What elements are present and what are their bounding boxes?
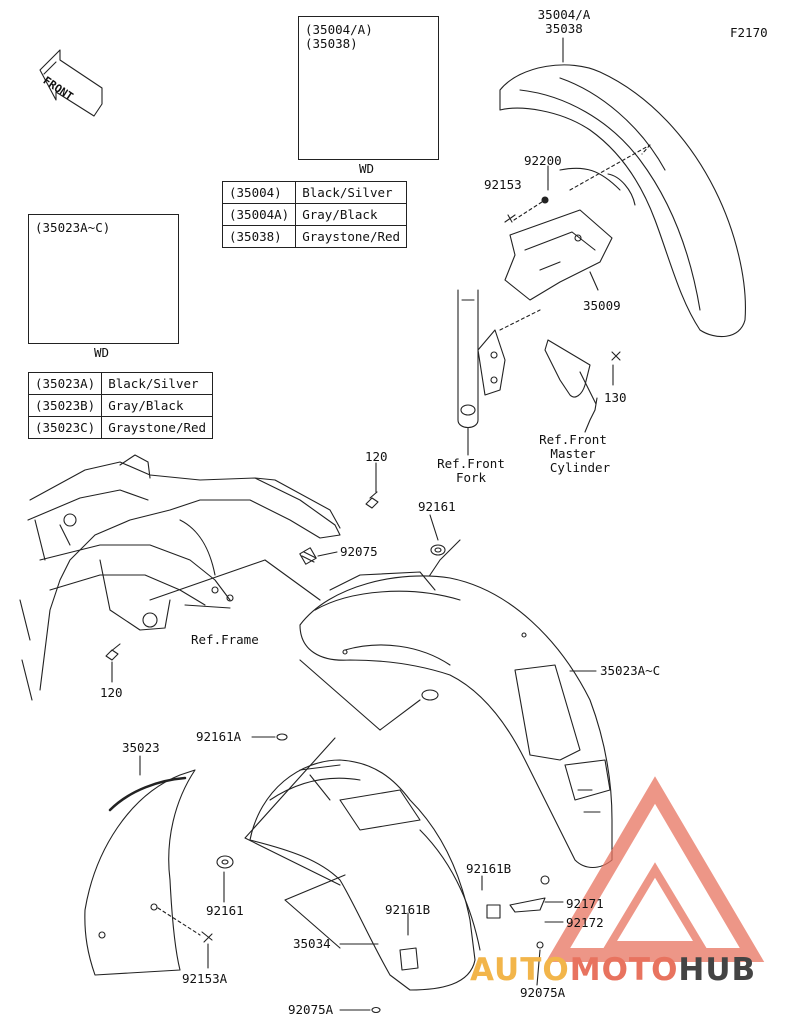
inset-ref-line2: (35038) [305, 36, 358, 51]
watermark-part1: AUTO [470, 952, 570, 988]
part-92161-bottom-label: 92161 [206, 903, 244, 918]
rear-fender-inset: (35023A~C) [28, 214, 179, 344]
rear-inset-caption: WD [94, 345, 110, 360]
part-92161B-mid-label: 92161B [385, 902, 431, 917]
watermark-part3: HUB [678, 952, 757, 988]
table-row: (35023A) Black/Silver [27, 372, 214, 395]
color-cell: Black/Silver [295, 181, 408, 204]
spring-92075-icon [299, 547, 317, 565]
watermark-logo: AUTOMOTOHUB [470, 952, 756, 988]
ref-line3: Cylinder [549, 460, 611, 475]
part-92153-label: 92153 [484, 177, 522, 192]
fender-bracket-drawing [504, 209, 613, 301]
table-row: (35004) Black/Silver [221, 181, 408, 204]
part-code-cell: (35023A) [27, 372, 103, 395]
frame-drawing [19, 454, 341, 701]
front-fender-callout: 35004/A 35038 [528, 8, 600, 36]
front-fender-color-table: (35004) Black/Silver (35004A) Gray/Black… [221, 181, 408, 248]
front-fork-drawing [457, 289, 506, 429]
hose-clamp-drawing [544, 339, 621, 405]
color-cell: Black/Silver [101, 372, 214, 395]
part-92161A-label: 92161A [196, 729, 242, 744]
bolt-120-top-icon [365, 491, 379, 509]
part-120-bottom-label: 120 [100, 685, 123, 700]
part-code-cell: (35038) [221, 225, 297, 248]
ref-frame-label: Ref.Frame [191, 632, 259, 647]
table-row: (35004A) Gray/Black [221, 203, 408, 226]
inset-ref-line1: (35004/A) [305, 22, 373, 37]
part-120-top-label: 120 [365, 449, 388, 464]
part-code-cell: (35023C) [27, 416, 103, 439]
rear-fender-drawing [299, 571, 613, 869]
color-cell: Graystone/Red [295, 225, 408, 248]
part-35009-label: 35009 [583, 298, 621, 313]
part-92172-label: 92172 [566, 915, 604, 930]
part-code-cell: (35004A) [221, 203, 297, 226]
ref-line2: Master [550, 446, 596, 461]
color-cell: Graystone/Red [101, 416, 214, 439]
color-cell: Gray/Black [295, 203, 408, 226]
ref-line1: Ref.Front [437, 456, 505, 471]
table-row: (35023B) Gray/Black [27, 394, 214, 417]
inset-ref: (35023A~C) [35, 220, 111, 235]
part-35034-label: 35034 [293, 936, 331, 951]
front-arrow-icon [39, 49, 103, 117]
inner-guard-drawing [84, 769, 196, 976]
part-92161-top-label: 92161 [418, 499, 456, 514]
table-row: (35023C) Graystone/Red [27, 416, 214, 439]
figure-id: F2170 [730, 25, 768, 40]
ref-line2: Fork [455, 470, 487, 485]
part-92200-label: 92200 [524, 153, 562, 168]
front-fender-drawing [499, 64, 746, 338]
watermark-triangle-icon [545, 776, 765, 962]
part-92075A-left-label: 92075A [288, 1002, 334, 1017]
part-130-label: 130 [604, 390, 627, 405]
ref-front-fork-label: Ref.Front Fork [432, 457, 510, 485]
bolt-120-bottom-icon [105, 643, 121, 661]
part-92075A-right-label: 92075A [520, 985, 566, 1000]
color-cell: Gray/Black [101, 394, 214, 417]
part-code-cell: (35004) [221, 181, 297, 204]
front-inset-caption: WD [359, 161, 375, 176]
watermark-part2: MOTO [569, 952, 679, 988]
part-92171-label: 92171 [566, 896, 604, 911]
part-92153A-label: 92153A [182, 971, 228, 986]
inner-fender-drawing [249, 759, 501, 991]
part-35023A-C-label: 35023A~C [600, 663, 661, 678]
part-code-cell: (35023B) [27, 394, 103, 417]
part-92161B-right-label: 92161B [466, 861, 512, 876]
table-row: (35038) Graystone/Red [221, 225, 408, 248]
part-92075-label: 92075 [340, 544, 378, 559]
front-fender-inset: (35004/A) (35038) [298, 16, 439, 160]
part-35023-label: 35023 [122, 740, 160, 755]
ref-master-cylinder-label: Ref.Front Master Cylinder [532, 433, 614, 475]
callout-line1: 35004/A [537, 7, 591, 22]
rear-fender-color-table: (35023A) Black/Silver (35023B) Gray/Blac… [27, 372, 214, 439]
ref-line1: Ref.Front [539, 432, 607, 447]
callout-line2: 35038 [545, 21, 583, 36]
